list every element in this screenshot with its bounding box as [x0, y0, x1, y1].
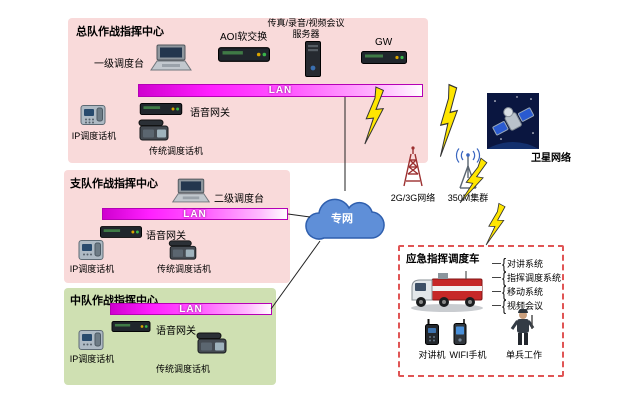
emergency-vehicle-box: 应急指挥调度车 { 对讲系统 { 指挥调度系统 { 移动系统 — [398, 245, 564, 377]
satellite-network-label: 卫星网络 — [531, 153, 571, 164]
brace-icon: { — [502, 254, 507, 273]
system-item: { 对讲系统 — [492, 254, 544, 273]
soldier-icon — [510, 309, 535, 345]
vehicle-box-title: 应急指挥调度车 — [406, 253, 480, 265]
wifi-phone-label: WIFI手机 — [449, 350, 487, 360]
detachment-box-title: 支队作战指挥中心 — [70, 178, 158, 190]
legacy-phone-label: 传统调度话机 — [148, 146, 203, 156]
level2-console-label: 二级调度台 — [214, 194, 264, 205]
ip-phone-icon — [78, 240, 104, 260]
softswitch-label: AOI软交换 — [220, 32, 268, 43]
gw-label: GW — [375, 37, 393, 48]
satellite-image — [487, 93, 539, 149]
legacy-phone-icon — [196, 332, 227, 354]
brace-icon: { — [502, 282, 507, 301]
ip-phone-label: IP调度话机 — [69, 354, 115, 364]
brace-icon: { — [502, 296, 507, 315]
hq-command-center-box: 总队作战指挥中心 一级调度台 AOI软交换 传真/录音/视频会议 服务器 GW — [68, 18, 428, 163]
squadron-command-center-box: 中队作战指挥中心 LAN 语音网关 IP调度话机 传统调度话机 — [64, 288, 276, 385]
ip-phone-label: IP调度话机 — [71, 131, 117, 141]
squadron-lan-bus: LAN — [110, 303, 272, 315]
brace-icon: { — [502, 268, 507, 287]
media-server-label-line2: 服务器 — [292, 28, 320, 39]
system-item: { 指挥调度系统 — [492, 268, 562, 287]
media-server-icon — [305, 41, 321, 77]
walkie-talkie-icon — [425, 319, 439, 345]
system-label: 对讲系统 — [507, 259, 544, 269]
dispatch-console-icon — [150, 44, 192, 71]
voice-gateway-icon — [111, 321, 151, 332]
legacy-phone-icon — [138, 119, 169, 141]
voice-gateway-label: 语音网关 — [190, 108, 230, 119]
system-label: 指挥调度系统 — [507, 273, 562, 283]
voice-gateway-icon — [100, 226, 142, 238]
gw-device-icon — [361, 51, 407, 64]
connector-dash — [492, 305, 501, 306]
legacy-phone-label: 传统调度话机 — [155, 364, 210, 374]
media-server-label: 传真/录音/视频会议 服务器 — [246, 18, 366, 40]
ip-phone-label: IP调度话机 — [69, 264, 115, 274]
ip-phone-icon — [78, 330, 104, 350]
soldier-label: 单兵工作 — [505, 350, 542, 360]
private-network-cloud — [305, 198, 385, 240]
lightning-bolt-icon — [439, 83, 459, 157]
system-label: 移动系统 — [507, 287, 544, 297]
voice-gateway-icon — [139, 103, 183, 115]
detachment-lan-bus: LAN — [102, 208, 288, 220]
connector-dash — [492, 277, 501, 278]
hq-box-title: 总队作战指挥中心 — [76, 26, 164, 38]
ip-phone-icon — [80, 105, 106, 125]
connector-dash — [492, 263, 501, 264]
system-item: { 移动系统 — [492, 282, 544, 301]
dispatch-console-icon — [171, 178, 211, 203]
system-label: 视频会议 — [507, 301, 544, 311]
lightning-bolt-icon — [485, 202, 506, 246]
system-item: { 视频会议 — [492, 296, 544, 315]
level1-console-label: 一级调度台 — [94, 59, 144, 70]
media-server-label-line1: 传真/录音/视频会议 — [267, 18, 345, 28]
hq-lan-bus: LAN — [138, 84, 423, 97]
cellular-tower-icon — [403, 146, 423, 187]
walkie-talkie-label: 对讲机 — [418, 350, 446, 360]
legacy-phone-label: 传统调度话机 — [156, 264, 211, 274]
voice-gateway-label: 语音网关 — [146, 231, 186, 242]
private-network-label: 专网 — [331, 213, 353, 225]
softswitch-device-icon — [218, 47, 270, 62]
legacy-phone-icon — [168, 240, 197, 260]
cellular-network-label: 2G/3G网络 — [390, 193, 436, 203]
wifi-phone-icon — [453, 319, 467, 345]
trunking-antenna-icon — [455, 148, 481, 189]
detachment-command-center-box: 支队作战指挥中心 二级调度台 LAN 语音网关 IP调度话机 — [64, 170, 290, 283]
command-vehicle-icon — [411, 271, 483, 312]
connector-dash — [492, 291, 501, 292]
voice-gateway-label: 语音网关 — [156, 326, 196, 337]
trunking-network-label: 350M集群 — [447, 193, 489, 203]
